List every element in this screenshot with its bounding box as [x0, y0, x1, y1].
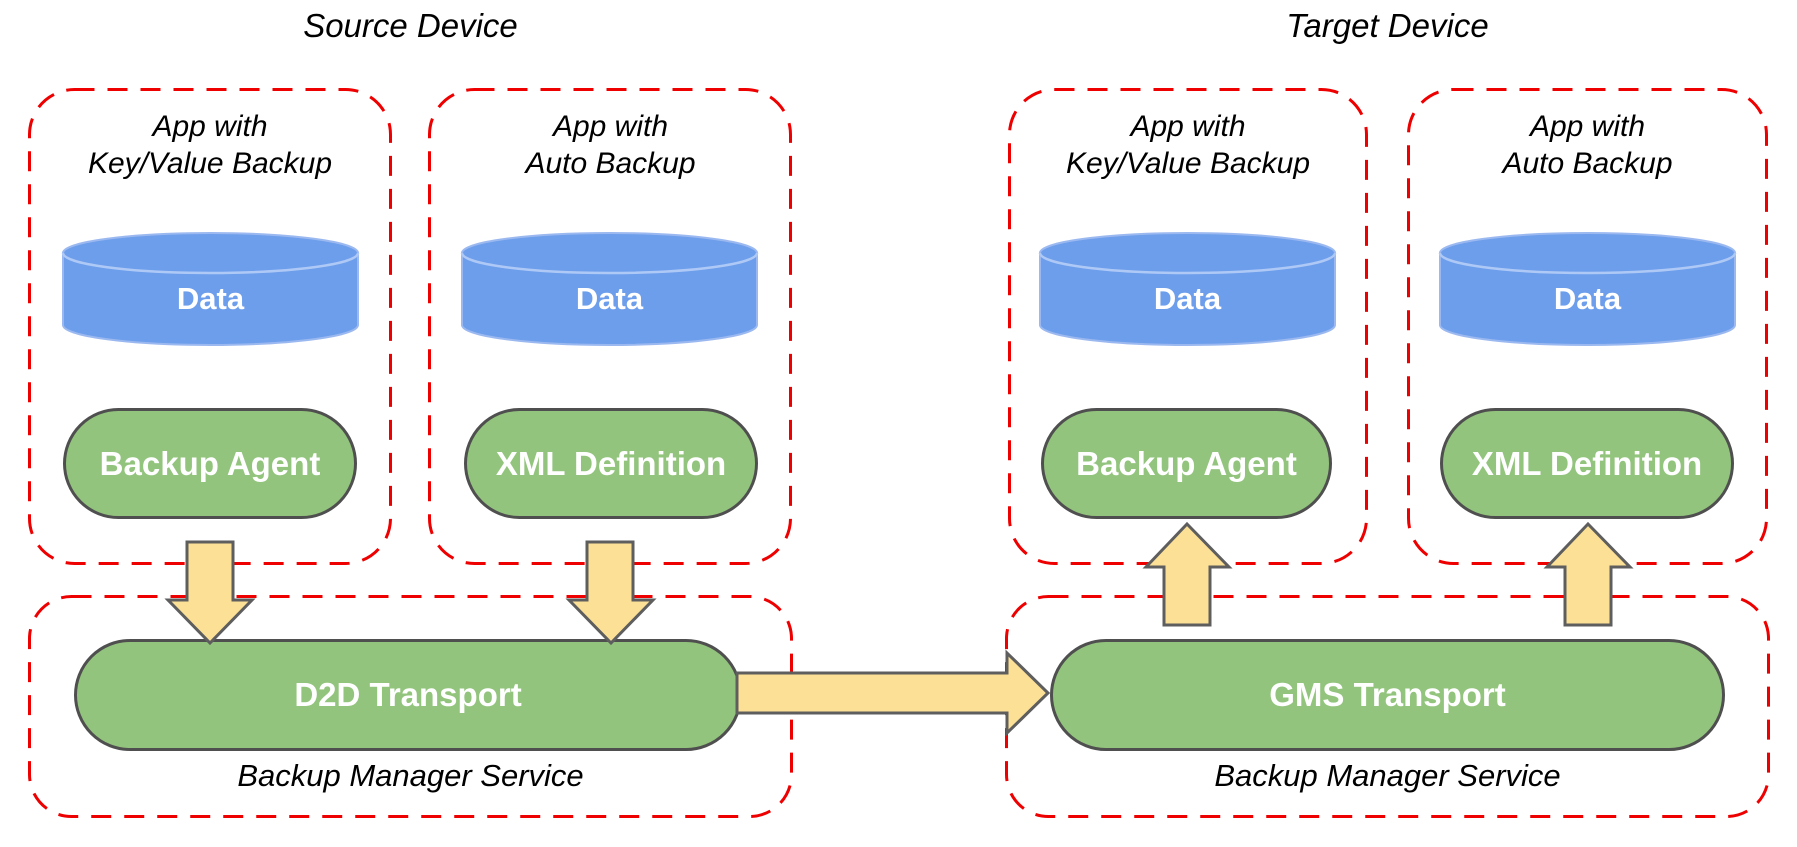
backup-agent-pill-source: Backup Agent: [63, 408, 357, 519]
d2d-transport-pill: D2D Transport: [74, 639, 742, 751]
heading-line: App with: [1529, 110, 1646, 143]
heading-line: Key/Value Backup: [1065, 147, 1311, 180]
data-label-target-auto: Data: [1553, 281, 1622, 316]
target-backup-manager-label: Backup Manager Service: [1214, 758, 1561, 793]
data-cylinder-target-auto: [1438, 232, 1737, 346]
data-label-source-auto: Data: [575, 281, 644, 316]
source-app-auto-heading: App with Auto Backup: [428, 108, 793, 182]
target-app-keyvalue-heading: App with Key/Value Backup: [1008, 108, 1368, 182]
xml-definition-pill-target: XML Definition: [1440, 408, 1734, 519]
heading-line: Key/Value Backup: [87, 147, 333, 180]
source-device-title: Source Device: [303, 7, 518, 44]
heading-line: App with: [152, 110, 268, 143]
data-cylinder-source-auto: [460, 232, 759, 346]
heading-line: Auto Backup: [1502, 147, 1673, 180]
target-app-auto-heading: App with Auto Backup: [1407, 108, 1768, 182]
backup-agent-pill-target: Backup Agent: [1041, 408, 1332, 519]
data-cylinder-source-keyvalue: [61, 232, 360, 346]
gms-transport-pill: GMS Transport: [1050, 639, 1725, 751]
target-device-title: Target Device: [1286, 7, 1489, 44]
heading-line: Auto Backup: [525, 147, 696, 180]
data-label-target-keyvalue: Data: [1153, 281, 1222, 316]
heading-line: App with: [552, 110, 669, 143]
source-backup-manager-label: Backup Manager Service: [237, 758, 584, 793]
source-app-keyvalue-heading: App with Key/Value Backup: [28, 108, 392, 182]
data-label-source-keyvalue: Data: [176, 281, 245, 316]
heading-line: App with: [1130, 110, 1246, 143]
data-cylinder-target-keyvalue: [1038, 232, 1337, 346]
xml-definition-pill-source: XML Definition: [464, 408, 758, 519]
